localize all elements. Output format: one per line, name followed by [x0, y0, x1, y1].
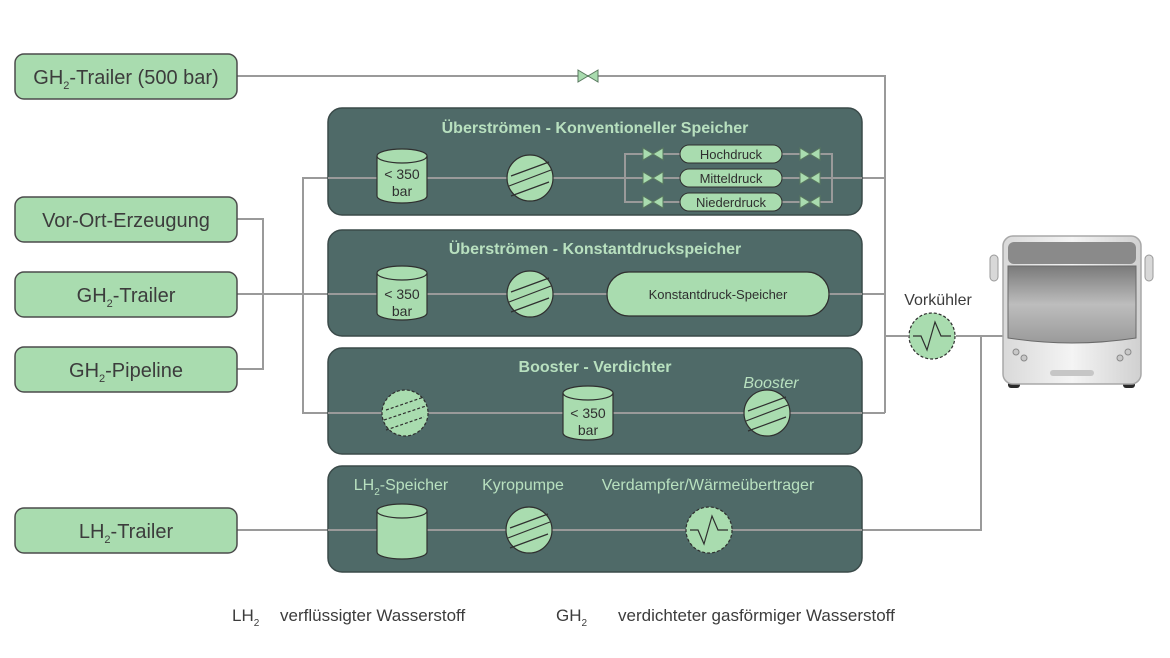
pressure-label: Hochdruck: [700, 147, 763, 162]
source-lh2-trailer[interactable]: LH2-Trailer: [14, 507, 238, 554]
source-label: GH: [77, 285, 107, 307]
pressure-row-niederdruck[interactable]: Niederdruck: [642, 192, 821, 212]
pipe-lines: [237, 75, 1005, 531]
lh2-tank-icon: [376, 503, 428, 560]
lh2-speicher-label-rest: -Speicher: [380, 477, 449, 494]
source-label: GH: [33, 67, 63, 89]
tank-label-line2: bar: [392, 183, 413, 199]
vaporizer-label: Verdampfer/Wärmeübertrager: [602, 477, 815, 494]
svg-text:LH2-Trailer: LH2-Trailer: [79, 521, 174, 546]
tank-label-line2: bar: [392, 303, 413, 319]
source-label: LH: [79, 521, 105, 543]
legend-abbr: GH: [556, 606, 582, 625]
pump-label: Kyropumpe: [482, 477, 564, 494]
source-label-rest: -Trailer: [113, 285, 176, 307]
cryopump-icon: [505, 506, 553, 554]
svg-text:GH2: GH2: [556, 606, 588, 629]
subscript: 2: [107, 298, 113, 310]
tank-label-line2: bar: [578, 422, 599, 438]
tank-label-line1: < 350: [384, 166, 420, 182]
subscript: 2: [104, 534, 110, 546]
panel-konstantdruckspeicher[interactable]: Überströmen - Konstantdruckspeicher < 35…: [327, 229, 863, 337]
panel-title: Booster - Verdichter: [519, 359, 672, 376]
pressure-row-hochdruck[interactable]: Hochdruck: [642, 144, 821, 164]
svg-text:LH2-Speicher: LH2-Speicher: [354, 477, 449, 498]
compressor-icon: [506, 154, 554, 202]
tank-label-line1: < 350: [570, 405, 606, 421]
booster-compressor-icon: [743, 389, 791, 437]
svg-text:LH2: LH2: [232, 606, 260, 629]
panel-lh2[interactable]: LH2-Speicher Kyropumpe Verdampfer/Wärmeü…: [327, 465, 863, 573]
source-label: Vor-Ort-Erzeugung: [42, 210, 210, 232]
source-gh2-trailer-500[interactable]: GH2-Trailer (500 bar): [14, 53, 238, 100]
source-gh2-pipeline[interactable]: GH2-Pipeline: [14, 346, 238, 393]
legend: LH2 verflüssigter Wasserstoff GH2 verdic…: [232, 606, 895, 629]
pre-cooler-icon[interactable]: [908, 312, 956, 360]
top-line-valve-icon[interactable]: [577, 69, 599, 83]
pressure-label: Niederdruck: [696, 195, 767, 210]
source-vor-ort-erzeugung[interactable]: Vor-Ort-Erzeugung: [14, 196, 238, 243]
panel-title: Überströmen - Konventioneller Speicher: [442, 118, 749, 137]
compressor-icon: [381, 389, 429, 437]
pressure-row-mitteldruck[interactable]: Mitteldruck: [642, 168, 821, 188]
source-label-rest: -Trailer: [111, 521, 174, 543]
source-label-rest: -Trailer (500 bar): [69, 67, 218, 89]
compressor-icon: [506, 270, 554, 318]
panel-title: Überströmen - Konstantdruckspeicher: [449, 239, 742, 258]
panel-booster-verdichter[interactable]: Booster - Verdichter < 350 bar Booster: [327, 347, 863, 455]
storage-tank-icon: < 350 bar: [562, 385, 614, 441]
svg-text:GH2-Trailer: GH2-Trailer: [77, 285, 176, 310]
lh2-speicher-label: LH: [354, 477, 374, 494]
subscript: 2: [99, 373, 105, 385]
legend-abbr: LH: [232, 606, 254, 625]
bus-icon[interactable]: [989, 235, 1154, 388]
storage-tank-icon: < 350 bar: [376, 265, 428, 321]
source-label: GH: [69, 360, 99, 382]
subscript: 2: [374, 487, 380, 498]
konstantdruck-speicher-box[interactable]: Konstantdruck-Speicher: [606, 271, 830, 317]
svg-text:GH2-Trailer (500 bar): GH2-Trailer (500 bar): [33, 67, 218, 92]
tank-label-line1: < 350: [384, 286, 420, 302]
subscript: 2: [582, 618, 588, 629]
storage-label: Konstantdruck-Speicher: [649, 287, 788, 302]
subscript: 2: [254, 618, 260, 629]
subscript: 2: [63, 80, 69, 92]
heat-exchanger-icon: [685, 506, 733, 554]
legend-desc: verdichteter gasförmiger Wasserstoff: [618, 606, 895, 625]
vorkuehler-label: Vorkühler: [904, 292, 972, 309]
booster-label: Booster: [743, 375, 799, 392]
legend-desc: verflüssigter Wasserstoff: [280, 606, 465, 625]
source-label-rest: -Pipeline: [105, 360, 183, 382]
svg-text:GH2-Pipeline: GH2-Pipeline: [69, 360, 183, 385]
source-gh2-trailer[interactable]: GH2-Trailer: [14, 271, 238, 318]
storage-tank-icon: < 350 bar: [376, 148, 428, 204]
pressure-label: Mitteldruck: [700, 171, 763, 186]
panel-konventioneller-speicher[interactable]: Überströmen - Konventioneller Speicher <…: [327, 107, 863, 216]
